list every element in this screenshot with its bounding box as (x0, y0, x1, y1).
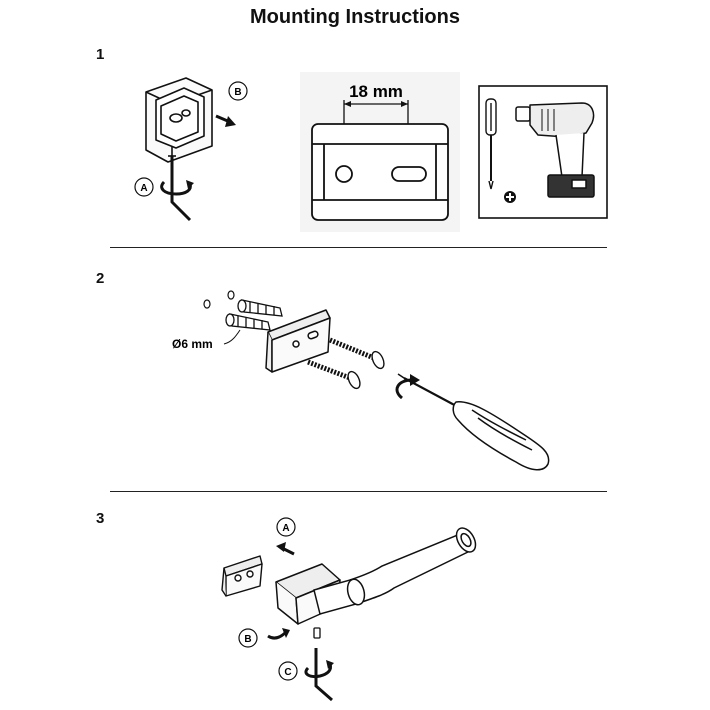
callout-b-label: B (234, 87, 241, 98)
drill-hole-mark (227, 290, 235, 300)
step-number-2: 2 (96, 270, 105, 287)
rotate-arrow-icon (304, 660, 334, 678)
screwdriver-icon (397, 373, 550, 471)
callout-a-circle (134, 177, 154, 197)
arrow-right-icon (215, 114, 236, 127)
callout-a-circle (276, 517, 296, 537)
allen-key-icon (314, 648, 333, 702)
callout-a-label: A (282, 523, 289, 534)
hole-spacing-label: 18 mm (349, 82, 403, 101)
drill-icon (515, 102, 595, 198)
drill-hole-mark (203, 299, 211, 309)
tools-panel (478, 85, 608, 219)
bracket-dimension-illustration: 18 mm (300, 72, 460, 232)
arrow-right-icon (267, 628, 290, 640)
callout-c-label: C (284, 667, 291, 678)
screw-icon (307, 359, 361, 390)
plus-icon (504, 191, 516, 203)
grub-screw-icon (313, 627, 321, 639)
wall-bracket (221, 555, 263, 597)
section-divider-1 (110, 247, 607, 248)
step-number-1: 1 (96, 46, 105, 63)
wall-bracket (265, 309, 331, 373)
base-block-illustration: B A (134, 77, 248, 222)
toilet-roll-holder-rod (313, 527, 477, 615)
wall-plug-icon (237, 299, 283, 317)
arrow-left-icon (276, 542, 295, 556)
screw-icon (329, 337, 385, 370)
step-number-3: 3 (96, 510, 105, 527)
hole-diameter-label: Ø6 mm (172, 337, 213, 351)
rotate-arrow-icon (160, 180, 194, 196)
callout-a-label: A (140, 183, 147, 194)
step3-illustration: A B C (221, 517, 477, 702)
callout-c-circle (278, 661, 298, 681)
page-title: Mounting Instructions (250, 6, 460, 28)
callout-b-circle (238, 628, 258, 648)
screwdriver-icon (485, 98, 497, 190)
section-divider-2 (110, 491, 607, 492)
step2-illustration: Ø6 mm (172, 290, 550, 471)
callout-b-circle (228, 81, 248, 101)
rotate-arrow-icon (395, 374, 420, 400)
callout-b-label: B (244, 634, 251, 645)
wall-plug-icon (225, 313, 271, 331)
